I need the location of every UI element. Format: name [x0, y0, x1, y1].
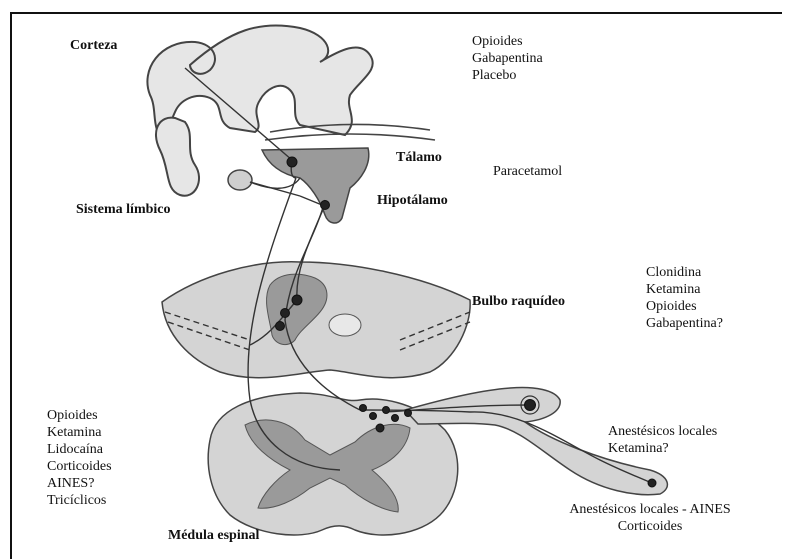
drug-item: Ketamina: [47, 424, 112, 441]
drug-item: Opioides: [472, 33, 543, 50]
label-bulbo-raquideo: Bulbo raquídeo: [472, 293, 565, 310]
drug-item: Corticoides: [47, 458, 112, 475]
drug-item: Opioides: [47, 407, 112, 424]
limbic-blob: [228, 170, 252, 190]
drug-item: Ketamina: [646, 281, 723, 298]
label-hipotalamo: Hipotálamo: [377, 192, 448, 209]
label-talamo: Tálamo: [396, 149, 442, 166]
drug-item: Lidocaína: [47, 441, 112, 458]
drug-item: Gabapentina?: [646, 315, 723, 332]
drug-item: Clonidina: [646, 264, 723, 281]
drugs-bulbo: Clonidina Ketamina Opioides Gabapentina?: [646, 264, 723, 332]
drug-item: Opioides: [646, 298, 723, 315]
label-corteza: Corteza: [70, 37, 117, 54]
drug-item: Corticoides: [525, 518, 775, 535]
label-sistema-limbico: Sistema límbico: [76, 201, 171, 218]
drugs-thalamus: Paracetamol: [493, 163, 562, 180]
drug-item: Anestésicos locales: [608, 423, 717, 440]
drug-item: Tricíclicos: [47, 492, 112, 509]
drug-item: Paracetamol: [493, 163, 562, 180]
thalamus-shape: [262, 148, 369, 223]
drug-item: Ketamina?: [608, 440, 717, 457]
label-medula-espinal: Médula espinal: [168, 527, 259, 544]
medulla-olive: [329, 314, 361, 336]
drugs-periphery: Anestésicos locales - AINES Corticoides: [525, 501, 775, 535]
drugs-ganglion: Anestésicos locales Ketamina?: [608, 423, 717, 457]
drug-item: Placebo: [472, 67, 543, 84]
drug-item: AINES?: [47, 475, 112, 492]
drugs-spinal: Opioides Ketamina Lidocaína Corticoides …: [47, 407, 112, 509]
drug-item: Anestésicos locales - AINES: [525, 501, 775, 518]
drug-item: Gabapentina: [472, 50, 543, 67]
drugs-cortex: Opioides Gabapentina Placebo: [472, 33, 543, 84]
